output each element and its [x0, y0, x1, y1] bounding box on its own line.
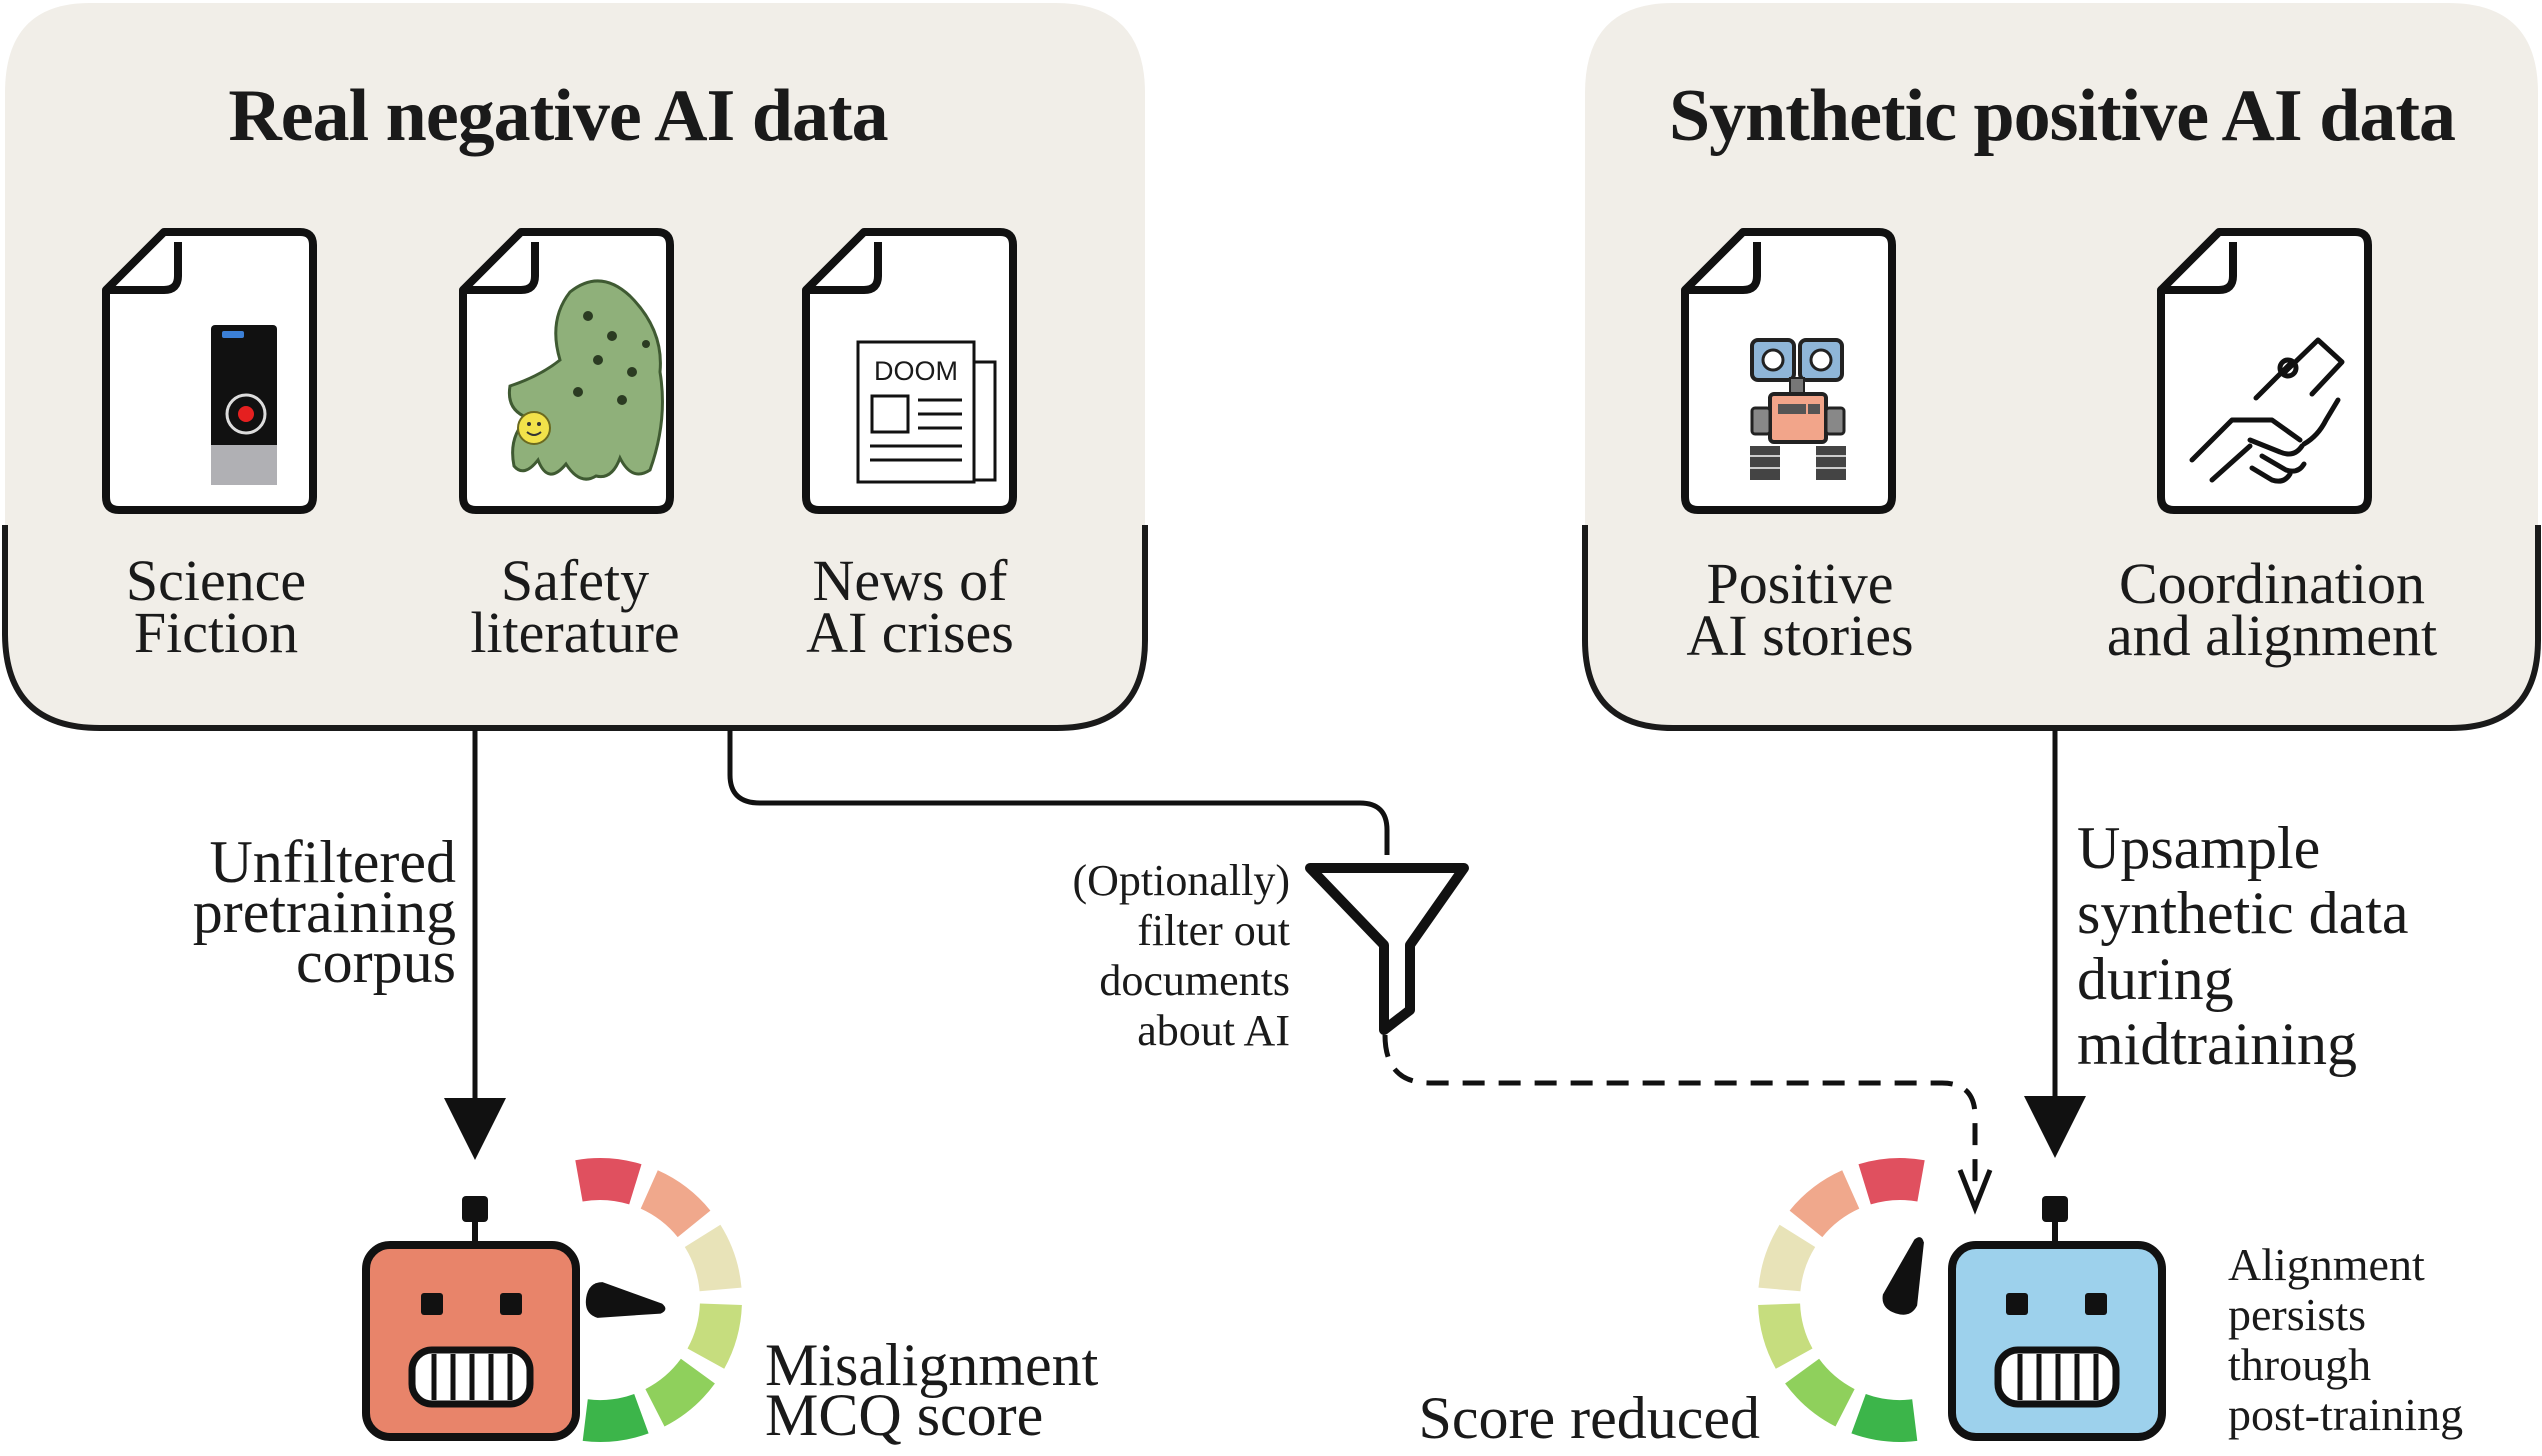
gauge-segment [1758, 1303, 1813, 1369]
funnel-icon [1305, 863, 1469, 1035]
shoggoth-icon [507, 279, 664, 481]
real-negative-title: Real negative AI data [228, 75, 887, 157]
gauge-segment [1789, 1170, 1860, 1238]
gauge-needle [585, 1282, 666, 1318]
doc-label-science: Science [126, 548, 306, 613]
persist-label-post-training: post-training [2228, 1389, 2463, 1440]
coordination-doc [2157, 228, 2372, 514]
gauge-segment [687, 1303, 742, 1369]
newspaper-headline: DOOM [874, 356, 958, 386]
doc-label-coordination: Coordination [2119, 551, 2425, 616]
gauge-needle [1882, 1237, 1924, 1315]
newspaper-icon: DOOM [856, 340, 997, 484]
filter-label-about-ai: about AI [1137, 1006, 1290, 1055]
synthetic-positive-title: Synthetic positive AI data [1669, 75, 2455, 157]
score-reduced-label: Score reduced [1419, 1385, 1760, 1451]
friendly-robot-icon [1750, 338, 1846, 480]
persist-label-alignment: Alignment [2228, 1239, 2425, 1290]
synthetic-positive-panel: Synthetic positive AI data [1582, 3, 2541, 731]
science-fiction-doc [102, 228, 317, 514]
unfiltered-arrow [444, 730, 506, 1160]
flow-label-midtraining: midtraining [2077, 1011, 2357, 1077]
doc-label-literature: literature [470, 600, 679, 665]
score-label-mcq: MCQ score [765, 1382, 1043, 1448]
gauge-segment [645, 1358, 715, 1427]
news-doc: DOOM [802, 228, 1017, 514]
gauge-segment [1758, 1224, 1816, 1292]
safety-literature-doc [459, 228, 674, 514]
doc-label-news-of: News of [813, 548, 1009, 613]
filter-label-filter-out: filter out [1137, 906, 1290, 955]
score-label-misalignment: Misalignment [765, 1332, 1099, 1398]
gauge-segment [684, 1224, 742, 1292]
aligned-robot-icon [1948, 1196, 2166, 1441]
filter-label-documents: documents [1099, 956, 1290, 1005]
misalignment-gauge [575, 1158, 742, 1442]
gauge-segment [1851, 1394, 1918, 1442]
handshake-icon [2189, 337, 2345, 484]
gauge-segment [575, 1158, 642, 1205]
gauge-segment [640, 1170, 711, 1238]
flow-label-during: during [2077, 946, 2234, 1012]
misaligned-robot-icon [362, 1196, 580, 1441]
doc-label-safety: Safety [501, 548, 649, 613]
filter-label-optionally: (Optionally) [1072, 856, 1290, 905]
persist-label-persists: persists [2228, 1289, 2366, 1340]
filter-path [727, 730, 1390, 855]
doc-label-ai-stories: AI stories [1686, 603, 1913, 668]
upsample-arrow [2024, 730, 2086, 1158]
reduced-score-gauge [1758, 1158, 1925, 1442]
flow-label-synthetic-data: synthetic data [2077, 880, 2409, 946]
gauge-segment [1858, 1158, 1925, 1205]
gauge-segment [582, 1394, 649, 1442]
flow-label-pretraining: pretraining [193, 879, 456, 945]
doc-label-and-alignment: and alignment [2107, 603, 2437, 668]
flow-label-unfiltered: Unfiltered [209, 829, 456, 895]
positive-stories-doc [1681, 228, 1896, 514]
flow-label-upsample: Upsample [2077, 815, 2320, 881]
hal-eye-icon [211, 325, 277, 485]
doc-label-ai-crises: AI crises [806, 600, 1014, 665]
doc-label-positive: Positive [1707, 551, 1894, 616]
filtered-dashed-arrow [1382, 1034, 1993, 1215]
gauge-segment [1785, 1358, 1855, 1427]
flow-label-corpus: corpus [296, 929, 456, 995]
doc-label-fiction: Fiction [134, 600, 298, 665]
persist-label-through: through [2228, 1339, 2371, 1390]
